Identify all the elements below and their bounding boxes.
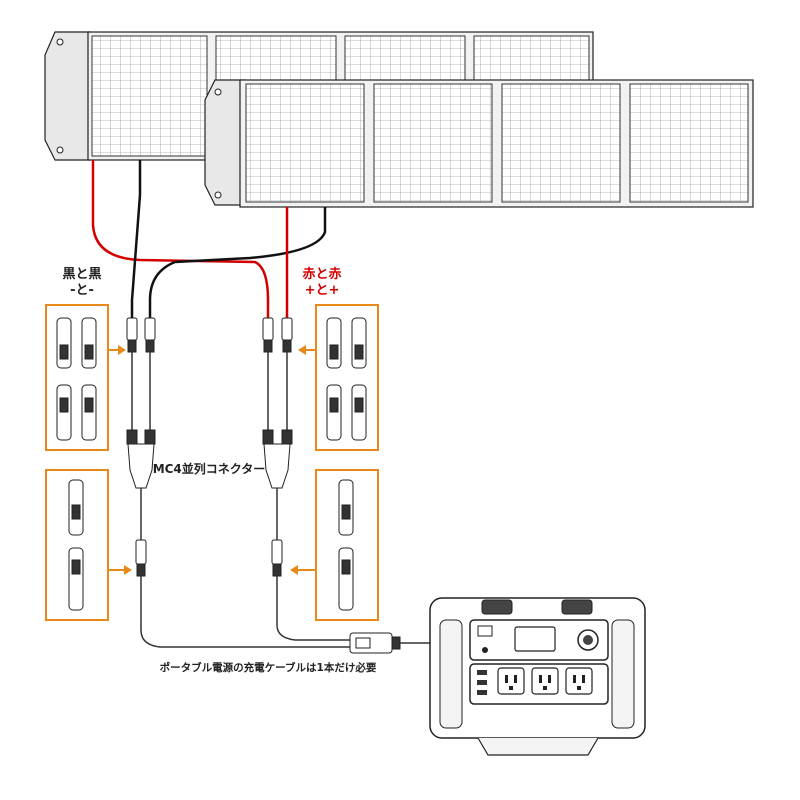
solar-panel-front [204,79,754,208]
mc4-connector-icon [56,317,97,441]
ac-outlet-icon [497,667,593,695]
cable-note: ポータブル電源の充電ケーブルは1本だけ必要 [160,661,377,674]
black-connector-callout [45,304,126,451]
red-pair-label: 赤と赤 [302,266,341,282]
output-connector-callout-right [290,469,379,621]
usb-port-icon [477,670,487,695]
output-connector-callout-left [45,469,132,621]
red-pair-sublabel: +と+ [305,283,340,298]
red-connector-callout [298,304,379,451]
mc4-connector-icon [326,317,367,441]
black-pair-label: 黒と黒 [62,266,101,282]
black-pair-sublabel: -と- [70,283,94,298]
mc4-connector-icon [68,479,84,611]
lcd-display [514,626,556,652]
panel-wires [91,160,327,318]
dc-input-port-icon [477,625,493,637]
black-connector-chain [126,317,350,648]
connector-label: MC4並列コネクター [153,461,266,476]
portable-power-station-icon [429,597,646,756]
red-connector-chain [262,317,350,641]
mc4-connector-icon [338,479,354,611]
solar-panel-front-cells [245,83,749,203]
